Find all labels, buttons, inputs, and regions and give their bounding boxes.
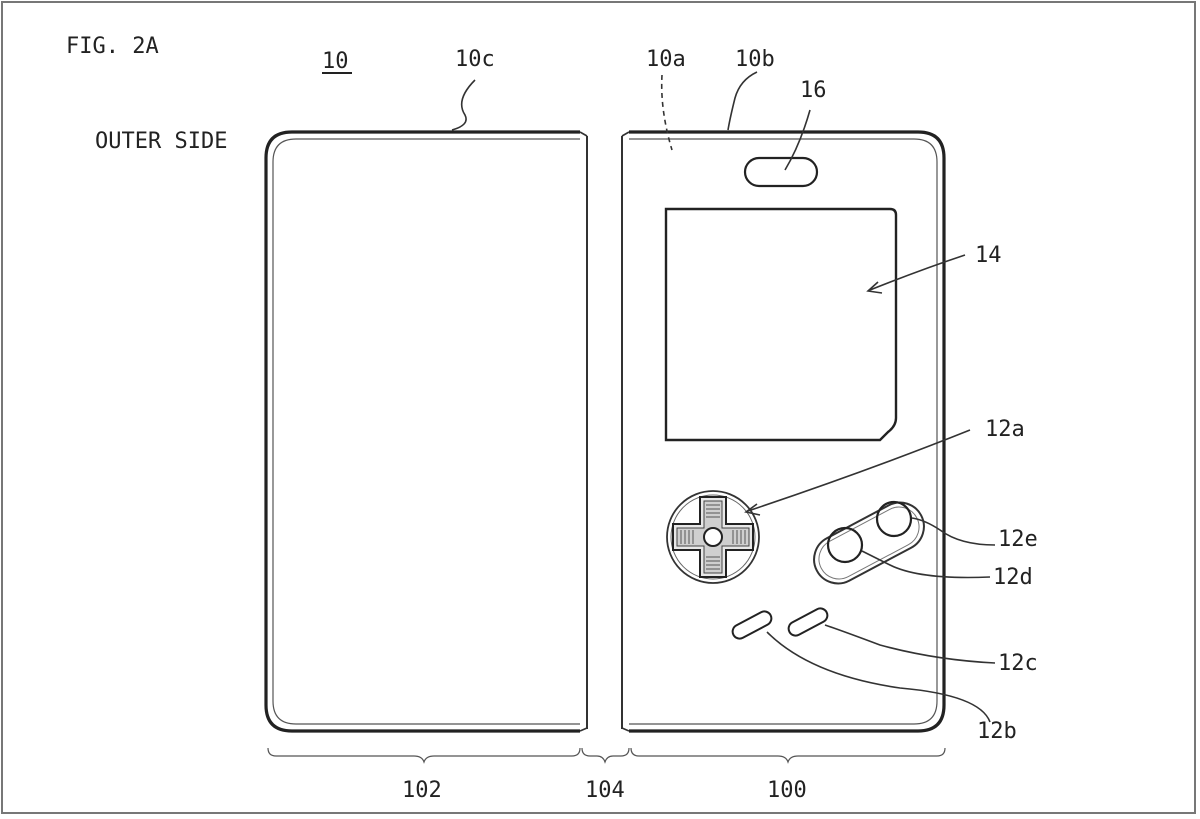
label-14: 14 bbox=[975, 243, 1002, 268]
label-12a: 12a bbox=[985, 417, 1025, 442]
leader-10c bbox=[451, 79, 476, 131]
label-12c: 12c bbox=[998, 651, 1038, 676]
label-12b: 12b bbox=[977, 719, 1017, 744]
outer-side-label: OUTER SIDE bbox=[95, 129, 227, 154]
brace-102 bbox=[267, 747, 581, 764]
leader-12c bbox=[824, 624, 996, 664]
label-10c: 10c bbox=[455, 47, 495, 72]
leader-14 bbox=[869, 254, 966, 291]
leader-10a bbox=[660, 74, 673, 151]
label-12d: 12d bbox=[993, 565, 1033, 590]
left-panel-inner bbox=[272, 138, 580, 725]
button-b bbox=[731, 610, 773, 640]
button-e bbox=[875, 500, 913, 538]
leader-12b bbox=[766, 631, 991, 723]
leader-12e bbox=[911, 517, 996, 546]
label-12e: 12e bbox=[998, 527, 1038, 552]
speaker-slot bbox=[743, 156, 819, 188]
right-panel-inner bbox=[629, 138, 938, 725]
brace-104 bbox=[581, 747, 630, 764]
label-100: 100 bbox=[767, 778, 807, 803]
dpad bbox=[666, 490, 760, 584]
right-panel bbox=[629, 130, 946, 733]
leader-12a bbox=[747, 429, 971, 512]
button-c bbox=[787, 607, 829, 637]
leader-12d bbox=[861, 550, 991, 579]
label-device: 10 bbox=[322, 49, 349, 74]
left-panel bbox=[264, 130, 580, 733]
action-buttons bbox=[813, 500, 925, 585]
leader-16 bbox=[784, 109, 811, 171]
button-d bbox=[826, 526, 864, 564]
label-102: 102 bbox=[402, 778, 442, 803]
brace-100 bbox=[630, 747, 946, 764]
label-104: 104 bbox=[585, 778, 625, 803]
figure-title: FIG. 2A bbox=[66, 34, 159, 59]
label-16: 16 bbox=[800, 78, 827, 103]
label-10b: 10b bbox=[735, 47, 775, 72]
leader-10b bbox=[727, 71, 758, 131]
label-10a: 10a bbox=[646, 47, 686, 72]
screen bbox=[664, 207, 898, 442]
